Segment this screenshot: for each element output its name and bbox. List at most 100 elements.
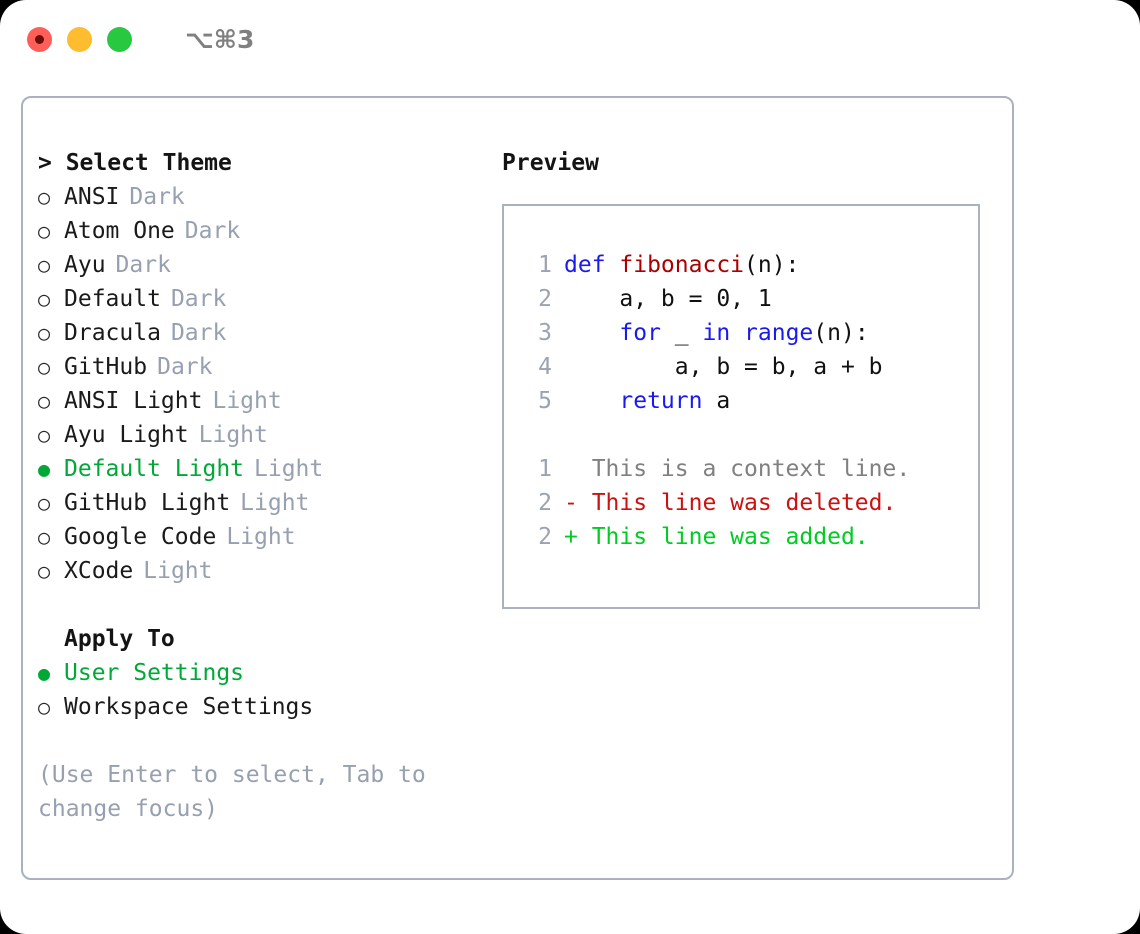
code-token-plain bbox=[564, 388, 619, 414]
code-line-number: 4 bbox=[538, 354, 552, 380]
apply-to-option-list: ● User Settings ○ Workspace Settings bbox=[38, 656, 468, 724]
keyboard-shortcut-label: ⌥⌘3 bbox=[185, 24, 255, 54]
code-token-plain: (n): bbox=[813, 320, 869, 346]
theme-variant-badge: Dark bbox=[184, 218, 241, 244]
code-token-kw: range bbox=[744, 320, 814, 346]
theme-option-label: Ayu bbox=[64, 252, 106, 278]
close-button[interactable] bbox=[27, 26, 52, 52]
apply-to-option-row[interactable]: ● User Settings bbox=[38, 656, 468, 690]
code-line-content: for _ in range(n): bbox=[564, 316, 869, 350]
radio-unselected-icon[interactable]: ○ bbox=[38, 525, 51, 549]
radio-unselected-icon[interactable]: ○ bbox=[38, 185, 51, 209]
code-line-content: return a bbox=[564, 384, 730, 418]
theme-option-label: Default Light bbox=[64, 456, 245, 482]
radio-selected-icon[interactable]: ● bbox=[38, 661, 51, 685]
code-line: 3 for _ in range(n): bbox=[520, 316, 978, 350]
code-token-plain: a bbox=[716, 388, 731, 414]
theme-variant-badge: Light bbox=[226, 524, 296, 550]
theme-option-label: Ayu Light bbox=[64, 422, 189, 448]
diff-line-content-ctx: This is a context line. bbox=[564, 456, 911, 482]
theme-option-label: ANSI bbox=[64, 184, 120, 210]
theme-option-row[interactable]: ○ Ayu Light Light bbox=[38, 418, 468, 452]
code-line-number: 3 bbox=[538, 320, 552, 346]
radio-unselected-icon[interactable]: ○ bbox=[38, 695, 51, 719]
theme-variant-badge: Dark bbox=[170, 320, 227, 346]
code-line-content: a, b = 0, 1 bbox=[564, 282, 772, 316]
apply-to-option-label: User Settings bbox=[64, 660, 245, 686]
radio-unselected-icon[interactable]: ○ bbox=[38, 253, 51, 277]
apply-to-header: Apply To bbox=[64, 626, 175, 652]
radio-unselected-icon[interactable]: ○ bbox=[38, 491, 51, 515]
radio-unselected-icon[interactable]: ○ bbox=[38, 287, 51, 311]
theme-variant-badge: Dark bbox=[129, 184, 185, 210]
theme-option-label: XCode bbox=[64, 558, 134, 584]
theme-variant-badge: Light bbox=[240, 490, 310, 516]
window-titlebar: ⌥⌘3 bbox=[0, 0, 1140, 78]
select-theme-header: > Select Theme bbox=[38, 150, 232, 176]
theme-option-row[interactable]: ○ ANSI Dark bbox=[38, 180, 468, 214]
theme-option-row[interactable]: ○ Dracula Dark bbox=[38, 316, 468, 350]
radio-unselected-icon[interactable]: ○ bbox=[38, 559, 51, 583]
code-token-plain: a, b = b, a + b bbox=[564, 354, 883, 380]
diff-line: 2+ This line was added. bbox=[520, 520, 978, 554]
diff-line: 2- This line was deleted. bbox=[520, 486, 978, 520]
code-token-kw: in bbox=[702, 320, 745, 346]
apply-to-option-label: Workspace Settings bbox=[64, 694, 314, 720]
code-line-number: 2 bbox=[538, 286, 552, 312]
radio-unselected-icon[interactable]: ○ bbox=[38, 389, 51, 413]
code-token-kw: for bbox=[619, 320, 675, 346]
keyboard-hint-text: (Use Enter to select, Tab to change focu… bbox=[38, 762, 426, 822]
code-token-plain: _ bbox=[674, 320, 703, 346]
diff-sample: 1 This is a context line.2- This line wa… bbox=[520, 452, 978, 554]
radio-unselected-icon[interactable]: ○ bbox=[38, 423, 51, 447]
maximize-button[interactable] bbox=[107, 26, 132, 52]
theme-variant-badge: Light bbox=[143, 558, 213, 584]
theme-option-row[interactable]: ○ Ayu Dark bbox=[38, 248, 468, 282]
code-token-plain: a, b = 0, 1 bbox=[564, 286, 772, 312]
diff-line-number: 1 bbox=[538, 456, 552, 482]
code-line-number: 1 bbox=[538, 252, 552, 278]
preview-header: Preview bbox=[502, 150, 599, 176]
theme-option-row[interactable]: ○ GitHub Dark bbox=[38, 350, 468, 384]
theme-option-row[interactable]: ○ Google Code Light bbox=[38, 520, 468, 554]
diff-line-number: 2 bbox=[538, 490, 552, 516]
theme-option-label: GitHub bbox=[64, 354, 148, 380]
minimize-button[interactable] bbox=[67, 26, 92, 52]
code-line: 5 return a bbox=[520, 384, 978, 418]
theme-variant-badge: Dark bbox=[157, 354, 213, 380]
theme-option-row[interactable]: ○ XCode Light bbox=[38, 554, 468, 588]
theme-variant-badge: Light bbox=[198, 422, 268, 448]
diff-line-number: 2 bbox=[538, 524, 552, 550]
theme-option-label: Dracula bbox=[64, 320, 161, 346]
radio-unselected-icon[interactable]: ○ bbox=[38, 219, 51, 243]
radio-unselected-icon[interactable]: ○ bbox=[38, 321, 51, 345]
theme-variant-badge: Dark bbox=[115, 252, 171, 278]
code-line: 4 a, b = b, a + b bbox=[520, 350, 978, 384]
code-token-fn: fibonacci bbox=[619, 252, 745, 278]
code-line-number: 5 bbox=[538, 388, 552, 414]
theme-option-label: Google Code bbox=[64, 524, 217, 550]
code-line-content: a, b = b, a + b bbox=[564, 350, 883, 384]
diff-line: 1 This is a context line. bbox=[520, 452, 978, 486]
code-token-kw: return bbox=[619, 388, 717, 414]
apply-to-option-row[interactable]: ○ Workspace Settings bbox=[38, 690, 468, 724]
radio-unselected-icon[interactable]: ○ bbox=[38, 355, 51, 379]
code-token-kw: def bbox=[564, 252, 620, 278]
list-spacer bbox=[38, 588, 468, 622]
radio-selected-icon[interactable]: ● bbox=[38, 457, 51, 481]
code-diff-spacer bbox=[520, 418, 978, 452]
code-line: 2 a, b = 0, 1 bbox=[520, 282, 978, 316]
theme-variant-badge: Dark bbox=[170, 286, 227, 312]
